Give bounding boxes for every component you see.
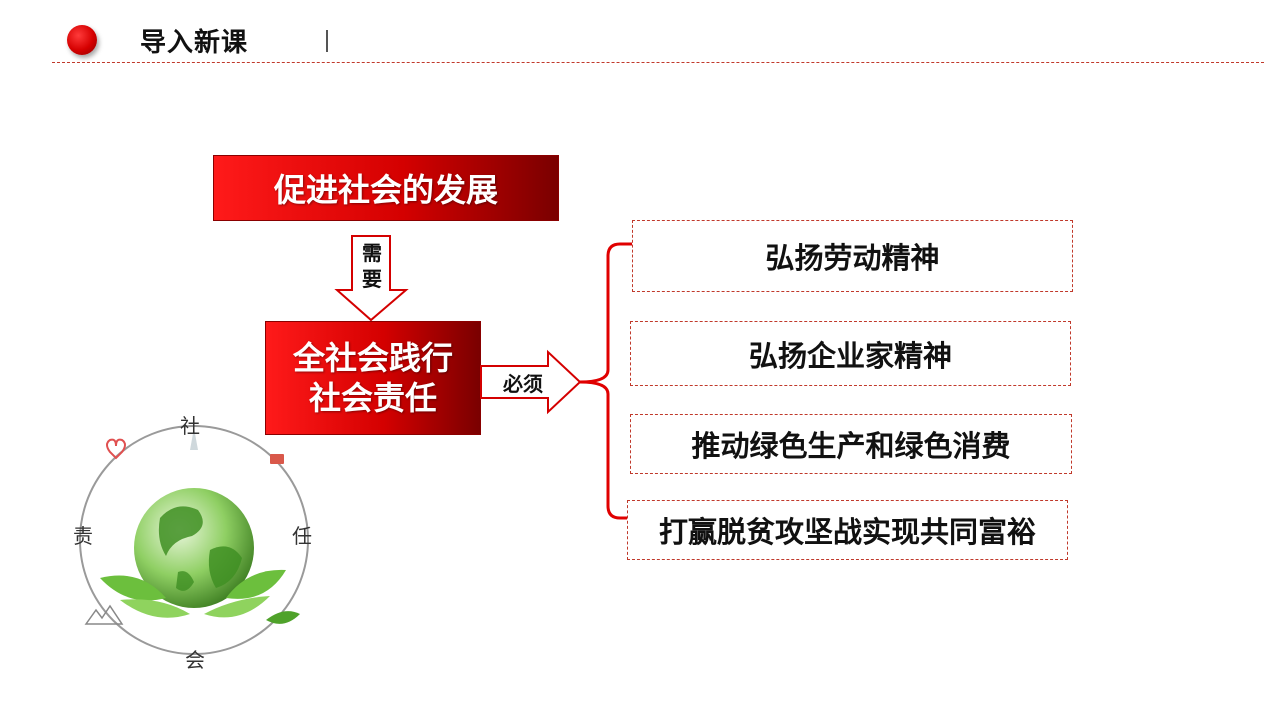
mountain-icon — [84, 604, 124, 625]
book-icon — [270, 454, 284, 464]
item-label: 弘扬劳动精神 — [765, 241, 940, 275]
down-arrow-label-char: 要 — [362, 267, 382, 291]
item-green-production: 推动绿色生产和绿色消费 — [630, 414, 1072, 474]
ring-char-right: 任 — [292, 524, 312, 548]
leaf-icon — [100, 569, 300, 624]
right-arrow-icon — [480, 349, 582, 415]
header-rule — [52, 62, 1264, 63]
node-society-practice-responsibility: 全社会践行 社会责任 — [265, 321, 481, 435]
down-arrow-label-char: 需 — [362, 241, 382, 265]
item-entrepreneur-spirit: 弘扬企业家精神 — [630, 321, 1071, 386]
tower-icon — [190, 428, 198, 450]
node-mid-line: 全社会践行 — [292, 339, 453, 377]
page-title: 导入新课 — [140, 28, 249, 58]
node-top-label: 促进社会的发展 — [273, 171, 498, 209]
ring-char-top: 社 — [180, 414, 200, 438]
heart-icon — [106, 438, 126, 460]
header-bullet-icon — [67, 25, 97, 55]
down-arrow-label: 需 要 — [357, 240, 387, 292]
node-mid-line: 社会责任 — [308, 379, 437, 417]
ring-outline — [79, 425, 309, 655]
item-label: 弘扬企业家精神 — [748, 338, 952, 373]
item-poverty-alleviation: 打赢脱贫攻坚战实现共同富裕 — [627, 500, 1068, 560]
down-arrow-icon — [334, 235, 409, 322]
globe-icon — [134, 488, 254, 608]
item-labor-spirit: 弘扬劳动精神 — [632, 220, 1073, 292]
item-label: 打赢脱贫攻坚战实现共同富裕 — [658, 515, 1036, 549]
globe-illustration — [79, 425, 309, 655]
node-promote-social-development: 促进社会的发展 — [213, 155, 559, 221]
ring-char-left: 责 — [73, 524, 93, 548]
ring-char-bottom: 会 — [185, 648, 205, 672]
bracket-connector — [579, 242, 632, 520]
right-arrow-label: 必须 — [503, 372, 543, 396]
item-label: 推动绿色生产和绿色消费 — [691, 429, 1011, 463]
header-divider — [326, 30, 328, 52]
